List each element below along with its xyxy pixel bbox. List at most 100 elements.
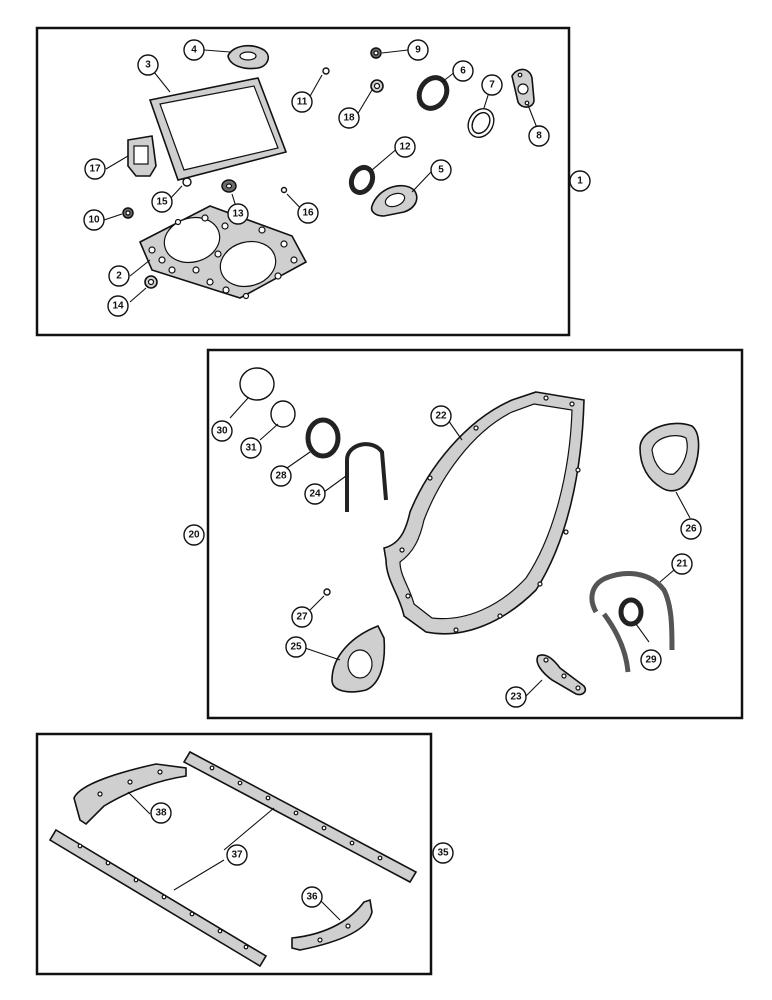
panel-20-frame xyxy=(206,348,744,720)
callout-21: 21 xyxy=(671,553,693,575)
panel-35-frame xyxy=(35,732,433,976)
svg-text:14: 14 xyxy=(112,301,124,312)
svg-text:12: 12 xyxy=(399,142,411,153)
part-13-grommet xyxy=(221,179,237,193)
callout-7: 7 xyxy=(481,74,503,96)
part-17-gasket xyxy=(127,135,157,177)
svg-text:28: 28 xyxy=(275,471,287,482)
svg-text:22: 22 xyxy=(435,411,447,422)
svg-text:18: 18 xyxy=(343,113,355,124)
callout-25: 25 xyxy=(285,636,307,658)
part-31-o-ring xyxy=(270,400,296,428)
part-38-end-gasket xyxy=(73,763,187,826)
part-27-o-ring xyxy=(323,588,331,596)
svg-text:30: 30 xyxy=(216,426,228,437)
part-29-seal xyxy=(618,597,644,627)
svg-text:20: 20 xyxy=(188,530,200,541)
callout-37: 37 xyxy=(226,844,248,866)
svg-text:8: 8 xyxy=(536,131,542,142)
svg-text:31: 31 xyxy=(245,443,257,454)
part-15-o-ring xyxy=(182,177,192,187)
part-24-rope-seal xyxy=(345,442,388,512)
callout-10: 10 xyxy=(83,209,105,231)
svg-text:35: 35 xyxy=(437,848,449,859)
svg-text:3: 3 xyxy=(145,60,151,71)
part-30-o-ring xyxy=(239,367,275,401)
part-3-rocker-cover-gasket xyxy=(148,77,288,181)
callout-12: 12 xyxy=(394,136,416,158)
part-26-gasket xyxy=(639,422,700,492)
callout-6: 6 xyxy=(452,60,474,82)
svg-text:10: 10 xyxy=(88,215,100,226)
callout-15: 15 xyxy=(151,191,173,213)
svg-text:24: 24 xyxy=(309,489,321,500)
callout-1: 1 xyxy=(569,170,591,192)
callout-17: 17 xyxy=(84,158,106,180)
callout-27: 27 xyxy=(291,606,313,628)
svg-text:1: 1 xyxy=(577,176,583,187)
part-6-seal xyxy=(416,75,450,111)
callout-31: 31 xyxy=(240,437,262,459)
part-21-timing-cover-gasket xyxy=(589,571,675,673)
svg-text:37: 37 xyxy=(231,850,243,861)
svg-text:6: 6 xyxy=(460,66,466,77)
callout-13: 13 xyxy=(227,203,249,225)
part-2-cylinder-head-gasket xyxy=(138,205,308,300)
callout-18: 18 xyxy=(338,107,360,129)
part-28-seal xyxy=(305,417,341,459)
callout-16: 16 xyxy=(297,202,319,224)
callout-38: 38 xyxy=(150,802,172,824)
svg-text:27: 27 xyxy=(296,612,308,623)
callout-30: 30 xyxy=(211,420,233,442)
svg-text:21: 21 xyxy=(676,559,688,570)
svg-text:17: 17 xyxy=(89,164,101,175)
svg-text:16: 16 xyxy=(302,208,314,219)
panel-upper-gasket-set xyxy=(35,26,571,337)
callout-5: 5 xyxy=(430,159,452,181)
svg-text:15: 15 xyxy=(156,197,168,208)
callout-9: 9 xyxy=(407,39,429,61)
part-4-gasket xyxy=(227,44,270,70)
svg-text:25: 25 xyxy=(290,642,302,653)
svg-text:26: 26 xyxy=(685,524,697,535)
svg-text:9: 9 xyxy=(415,45,421,56)
svg-text:5: 5 xyxy=(438,165,444,176)
callout-23: 23 xyxy=(505,686,527,708)
callout-2: 2 xyxy=(108,265,130,287)
panel-oil-pan-gasket-set xyxy=(35,732,433,976)
part-22-flywheel-housing-gasket xyxy=(383,391,585,635)
svg-text:7: 7 xyxy=(489,80,495,91)
callout-3: 3 xyxy=(137,54,159,76)
part-7-seal xyxy=(467,107,495,139)
part-25-gasket xyxy=(331,624,386,693)
callout-36: 36 xyxy=(301,886,323,908)
part-36-end-gasket xyxy=(291,898,373,951)
svg-text:38: 38 xyxy=(155,808,167,819)
svg-text:11: 11 xyxy=(297,97,308,108)
part-12-seal xyxy=(348,164,376,196)
callout-22: 22 xyxy=(430,405,452,427)
svg-text:13: 13 xyxy=(232,209,244,220)
callout-24: 24 xyxy=(304,483,326,505)
part-23-gasket xyxy=(536,654,587,696)
callout-8: 8 xyxy=(528,125,550,147)
callout-labels: 1 2 3 4 5 6 7 8 9 10 11 12 13 14 15 16 1… xyxy=(83,39,702,908)
callout-11: 11 xyxy=(291,91,313,113)
part-11-washer xyxy=(322,67,330,75)
callout-14: 14 xyxy=(107,295,129,317)
part-8-gasket xyxy=(511,68,535,108)
svg-text:4: 4 xyxy=(191,45,197,56)
part-37-oil-pan-side-gasket-upper xyxy=(182,750,418,884)
callout-28: 28 xyxy=(270,465,292,487)
part-37-oil-pan-side-gasket-lower xyxy=(48,828,268,968)
svg-text:23: 23 xyxy=(510,692,522,703)
callout-29: 29 xyxy=(640,649,662,671)
callout-4: 4 xyxy=(183,39,205,61)
panel-timing-cover-gasket-set xyxy=(206,348,744,720)
callout-26: 26 xyxy=(680,518,702,540)
svg-text:2: 2 xyxy=(116,271,122,282)
svg-text:29: 29 xyxy=(645,655,657,666)
callout-20: 20 xyxy=(183,524,205,546)
svg-text:36: 36 xyxy=(306,892,318,903)
